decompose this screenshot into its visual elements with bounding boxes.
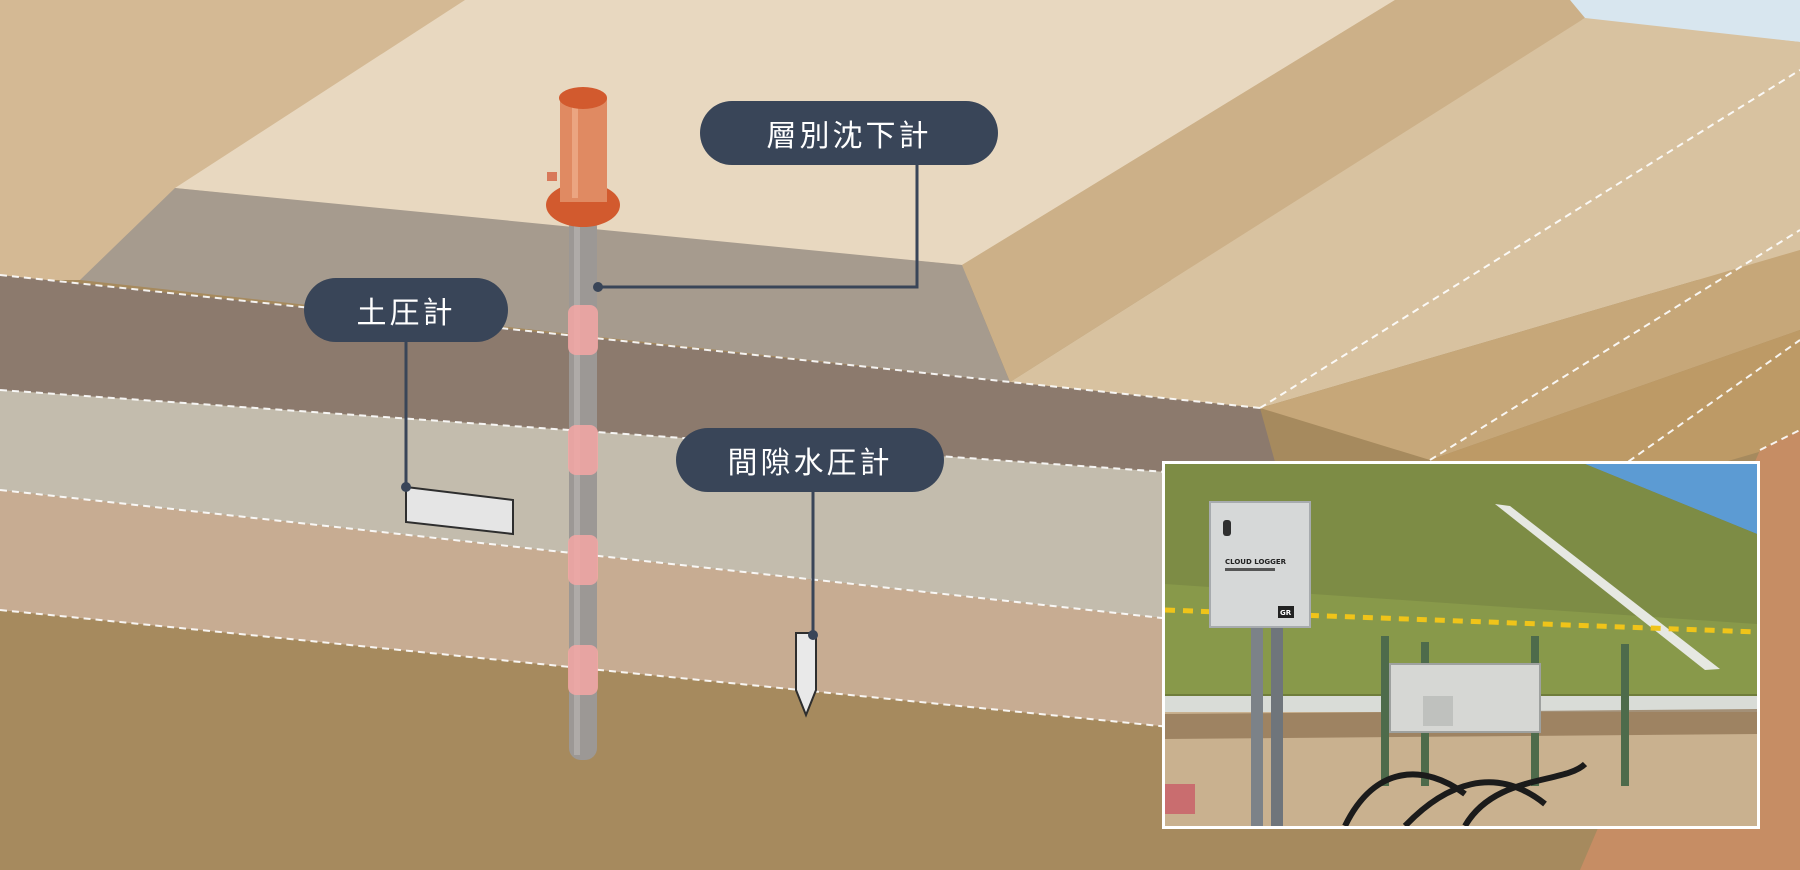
settlement-leader-dot [593,282,603,292]
sky-patch [1570,0,1800,42]
photo-logger-badge: GR [1280,609,1292,617]
settlement-gauge-label: 層別沈下計 [700,101,998,165]
photo-drain-channel [1495,504,1720,670]
pressure-leader-dot [401,482,411,492]
piezometer-leader-dot [808,630,818,640]
photo-sky [1365,464,1757,534]
slope-band-1 [1260,250,1800,460]
photo-equipment-box [1389,663,1541,733]
site-photo-inset: CLOUD LOGGER GR [1162,461,1760,829]
layer-light [0,390,1300,620]
photo-logger-brand: CLOUD LOGGER [1225,558,1287,566]
pore-water-pressure-gauge-label: 間隙水圧計 [676,428,944,492]
embankment-slope-upper [962,0,1585,382]
settlement-marker-3 [568,535,598,585]
settlement-gauge-pipe-icon [546,87,620,760]
earth-pressure-gauge-label: 土圧計 [304,278,508,342]
pore-water-pressure-gauge-label-text: 間隙水圧計 [727,446,893,481]
site-photo-illustration: CLOUD LOGGER GR [1165,464,1757,826]
settlement-marker-2 [568,425,598,475]
layer-tan [0,490,1200,730]
settlement-head-cylinder [560,98,607,202]
layer-boundaries [0,69,1800,731]
photo-logger-badge-bg [1278,606,1294,618]
leader-lines [404,163,919,635]
pressure-cell-plate-icon [405,485,514,536]
settlement-marker-1 [568,305,598,355]
photo-cables [1342,761,1588,826]
settlement-gauge-label-text: 層別沈下計 [766,119,932,154]
earth-pressure-gauge-label-text: 土圧計 [356,296,456,331]
layer-clay-top [80,188,1010,382]
embankment-slope-lower [1010,18,1800,408]
settlement-marker-4 [568,645,598,695]
settlement-leader-line [598,163,919,289]
